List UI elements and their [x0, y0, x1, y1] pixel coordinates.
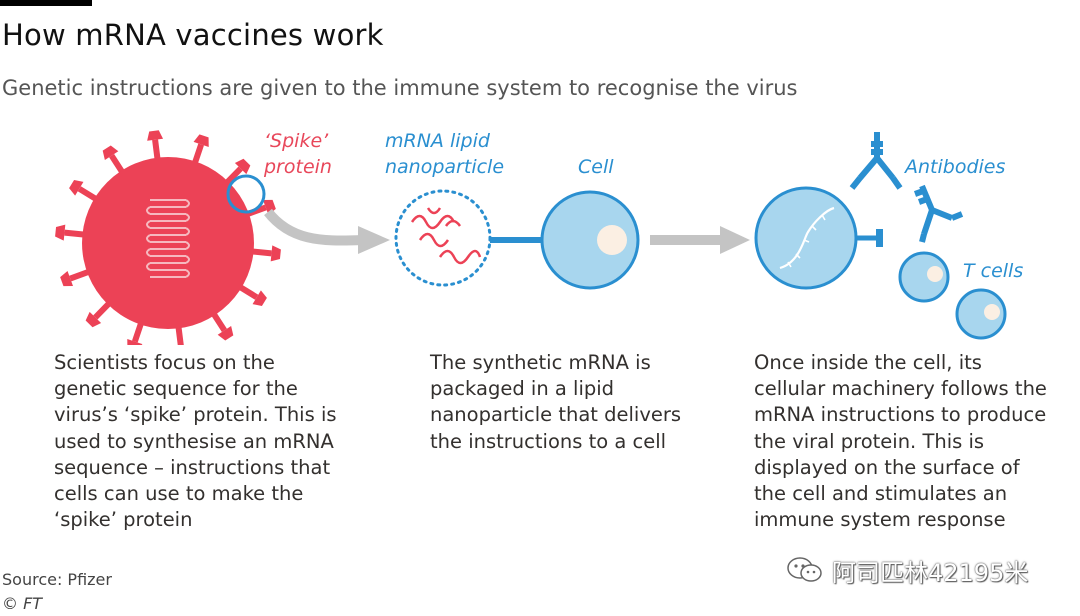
t-cells-label: T cells — [963, 260, 1024, 282]
spike-highlight-ring — [226, 174, 266, 214]
t-cell-icon — [955, 288, 1007, 340]
top-rule — [0, 0, 92, 6]
arrow-1-icon — [264, 208, 390, 254]
arrow-2-icon — [650, 226, 750, 254]
rna-coil — [150, 199, 186, 278]
t-cell-icon — [898, 251, 950, 303]
cell-icon — [540, 190, 640, 290]
step-2-caption: The synthetic mRNA is packaged in a lipi… — [430, 351, 682, 453]
vaccine-diagram — [55, 130, 1007, 345]
cell-label: Cell — [578, 156, 614, 178]
spike-tip — [252, 290, 267, 307]
spike-tip — [193, 134, 209, 147]
antibodies-label: Antibodies — [905, 156, 1006, 178]
page-title: How mRNA vaccines work — [2, 18, 384, 52]
spike-tip — [234, 158, 251, 175]
step-1-caption: Scientists focus on the genetic sequence… — [54, 351, 337, 532]
spike-tip — [69, 179, 84, 196]
spike-tip — [55, 224, 66, 241]
spike-tip — [147, 130, 164, 141]
spike-tip — [85, 311, 102, 328]
spike-tip — [217, 326, 234, 341]
copyright-note: © FT — [2, 594, 43, 613]
nanoparticle-icon — [394, 189, 492, 287]
spike-tip — [102, 145, 119, 160]
nanoparticle-label: mRNA lipid nanoparticle — [385, 130, 505, 178]
source-note: Source: Pfizer — [2, 570, 112, 589]
spike-tip — [127, 339, 143, 345]
spike-protein-label: ‘Spike’ protein — [264, 130, 332, 178]
spike-tip — [60, 271, 73, 287]
virus-icon — [55, 130, 281, 345]
antibody-icon — [849, 132, 903, 190]
page-subtitle: Genetic instructions are given to the im… — [2, 76, 798, 100]
antibody-icon — [913, 184, 964, 243]
watermark-text: 阿司匹林42195米 — [832, 558, 1029, 587]
infected-cell-icon — [754, 186, 883, 290]
step-3-caption: Once inside the cell, its cellular machi… — [754, 351, 1047, 532]
chat-bubbles-icon — [787, 557, 822, 582]
watermark: 阿司匹林42195米 — [786, 556, 1028, 587]
spike-tip — [270, 245, 281, 262]
